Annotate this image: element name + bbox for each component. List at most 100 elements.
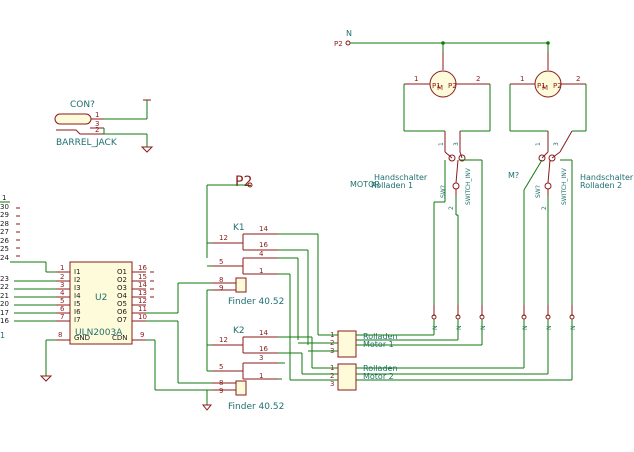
svg-text:29: 29 xyxy=(0,211,9,219)
svg-text:13: 13 xyxy=(138,289,147,297)
net-marker-1: N xyxy=(431,305,439,330)
motor-left-pole-1: P1 xyxy=(432,82,441,90)
switch-1: 1 3 2 SW? SWITCH_INV Handschalter Rollad… xyxy=(350,131,483,315)
svg-text:5: 5 xyxy=(219,363,223,371)
svg-text:N: N xyxy=(546,326,553,331)
relay-k2-ref: K2 xyxy=(233,326,245,336)
svg-text:4: 4 xyxy=(60,289,65,297)
svg-text:8: 8 xyxy=(58,331,62,339)
svg-text:30: 30 xyxy=(0,203,9,211)
svg-text:N: N xyxy=(570,326,577,331)
svg-text:1: 1 xyxy=(259,267,263,275)
svg-text:12: 12 xyxy=(219,336,228,344)
svg-text:9: 9 xyxy=(140,331,144,339)
switch-1-ref: SW? xyxy=(440,185,447,198)
motor-right-symbol: M xyxy=(542,84,548,92)
relay-k1: P2 K1 Finder 40.52 14 12 16 5 4 1 8 9 xyxy=(206,174,319,380)
net-n-terminal xyxy=(345,40,351,46)
svg-text:N: N xyxy=(522,326,529,331)
motor-left-symbol: M xyxy=(437,84,443,92)
svg-text:I6: I6 xyxy=(74,308,81,316)
switch-2: 1 3 2 SW? SWITCH_INV Handschalter Rollad… xyxy=(508,130,634,315)
svg-text:23: 23 xyxy=(0,275,9,283)
svg-text:O2: O2 xyxy=(117,276,127,284)
svg-text:22: 22 xyxy=(0,283,9,291)
pin-p2-label: P2 xyxy=(334,40,343,48)
svg-text:N: N xyxy=(456,326,463,331)
svg-text:16: 16 xyxy=(259,345,268,353)
svg-text:9: 9 xyxy=(219,387,223,395)
switch-1-subtitle: Rolladen 1 xyxy=(371,181,413,190)
motor-left-pole-2: P2 xyxy=(448,82,457,90)
svg-text:11: 11 xyxy=(138,305,147,313)
relay-k2-coil xyxy=(235,380,247,396)
relay-k2: K2 Finder 40.52 14 12 16 3 5 1 8 9 xyxy=(201,300,313,412)
svg-text:9: 9 xyxy=(219,284,223,292)
svg-text:2: 2 xyxy=(95,126,99,134)
svg-text:20: 20 xyxy=(0,300,9,308)
svg-text:CDN: CDN xyxy=(112,334,128,342)
svg-text:17: 17 xyxy=(0,309,9,317)
net-marker-2: N xyxy=(455,305,463,331)
switch-2-subtitle: Rolladen 2 xyxy=(580,181,622,190)
svg-text:10: 10 xyxy=(138,313,147,321)
svg-text:26: 26 xyxy=(0,237,9,245)
terminal-1-title: Rolladen xyxy=(363,332,398,341)
switch-1-pin-1: 1 xyxy=(438,142,445,146)
motor-right-pin-2: 2 xyxy=(576,75,580,83)
svg-text:12: 12 xyxy=(138,297,147,305)
svg-text:O6: O6 xyxy=(117,308,128,316)
switch-2-pin-2: 2 xyxy=(541,206,548,210)
svg-text:8: 8 xyxy=(219,276,223,284)
barrel-jack-ref: CON? xyxy=(70,100,95,110)
barrel-jack: CON? BARREL_JACK 1 3 2 xyxy=(54,99,154,153)
svg-text:I2: I2 xyxy=(74,276,81,284)
net-markers: N N N N N N xyxy=(431,305,577,380)
terminal-block-2: 1 2 3 Rolladen Motor 2 xyxy=(290,363,572,391)
motor-right-pin-1: 1 xyxy=(520,75,524,83)
svg-text:28: 28 xyxy=(0,220,9,228)
svg-text:25: 25 xyxy=(0,245,9,253)
motor-left: M P1 P2 1 2 xyxy=(403,52,491,132)
motor-right: M P1 P2 1 2 xyxy=(509,52,587,132)
svg-text:O4: O4 xyxy=(117,292,128,300)
svg-text:21: 21 xyxy=(0,292,9,300)
driver-ic: U2 ULN2003A I1 I2 I3 I4 I5 I6 I7 O1 O2 O… xyxy=(39,261,212,391)
svg-text:I5: I5 xyxy=(74,300,81,308)
motor-right-pole-2: P2 xyxy=(553,82,562,90)
terminal-block-2-body xyxy=(337,363,357,391)
svg-text:O7: O7 xyxy=(117,316,127,324)
switch-1-title: Handschalter xyxy=(374,173,428,182)
svg-text:2: 2 xyxy=(330,372,334,380)
switch-2-pin-1: 1 xyxy=(535,142,542,146)
svg-text:3: 3 xyxy=(95,120,99,128)
relay-k2-value: Finder 40.52 xyxy=(228,402,284,412)
svg-text:I1: I1 xyxy=(74,268,81,276)
switch-2-value: SWITCH_INV xyxy=(561,167,568,205)
switch-1-pin-3: 3 xyxy=(453,142,460,146)
svg-text:I7: I7 xyxy=(74,316,81,324)
svg-text:1: 1 xyxy=(2,194,6,202)
svg-text:24: 24 xyxy=(0,254,9,262)
motor-left-pin-1: 1 xyxy=(414,75,418,83)
terminal-block-1-body xyxy=(337,330,357,358)
svg-text:14: 14 xyxy=(259,225,268,233)
relay-k1-coil xyxy=(235,277,247,293)
terminal-block-1: 1 2 3 Rolladen Motor 1 xyxy=(298,330,482,358)
svg-text:14: 14 xyxy=(138,281,147,289)
svg-text:I3: I3 xyxy=(74,284,81,292)
svg-text:N: N xyxy=(480,326,487,331)
net-marker-4: N xyxy=(521,305,529,331)
svg-text:27: 27 xyxy=(0,228,9,236)
svg-text:3: 3 xyxy=(259,354,263,362)
net-n-line: N P2 xyxy=(334,29,550,52)
driver-ic-body xyxy=(69,261,133,345)
driver-ref: U2 xyxy=(95,293,107,303)
svg-text:O5: O5 xyxy=(117,300,127,308)
svg-text:6: 6 xyxy=(60,305,65,313)
terminal-2-subtitle: Motor 2 xyxy=(363,372,394,381)
relay-k1-value: Finder 40.52 xyxy=(228,297,284,307)
svg-text:16: 16 xyxy=(138,264,147,272)
switch-2-pin-3: 3 xyxy=(553,142,560,146)
driver-value: ULN2003A xyxy=(75,328,123,338)
